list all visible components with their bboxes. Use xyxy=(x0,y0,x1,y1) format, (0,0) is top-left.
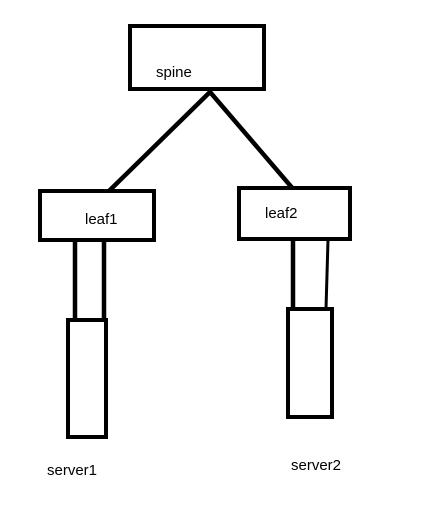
node-server2-label: server2 xyxy=(291,457,341,474)
node-leaf2 xyxy=(237,186,352,241)
node-leaf1-label: leaf1 xyxy=(85,211,118,228)
edge-spine-leaf2 xyxy=(207,89,297,193)
node-server1-label: server1 xyxy=(47,462,97,479)
edge-leaf2-server2-b xyxy=(324,239,330,310)
node-spine xyxy=(128,24,266,91)
node-spine-label: spine xyxy=(156,64,192,81)
edge-spine-leaf1 xyxy=(107,89,213,193)
node-server1 xyxy=(66,318,108,439)
node-server2 xyxy=(286,307,334,419)
node-leaf1 xyxy=(38,189,156,242)
node-leaf2-label: leaf2 xyxy=(265,205,298,222)
